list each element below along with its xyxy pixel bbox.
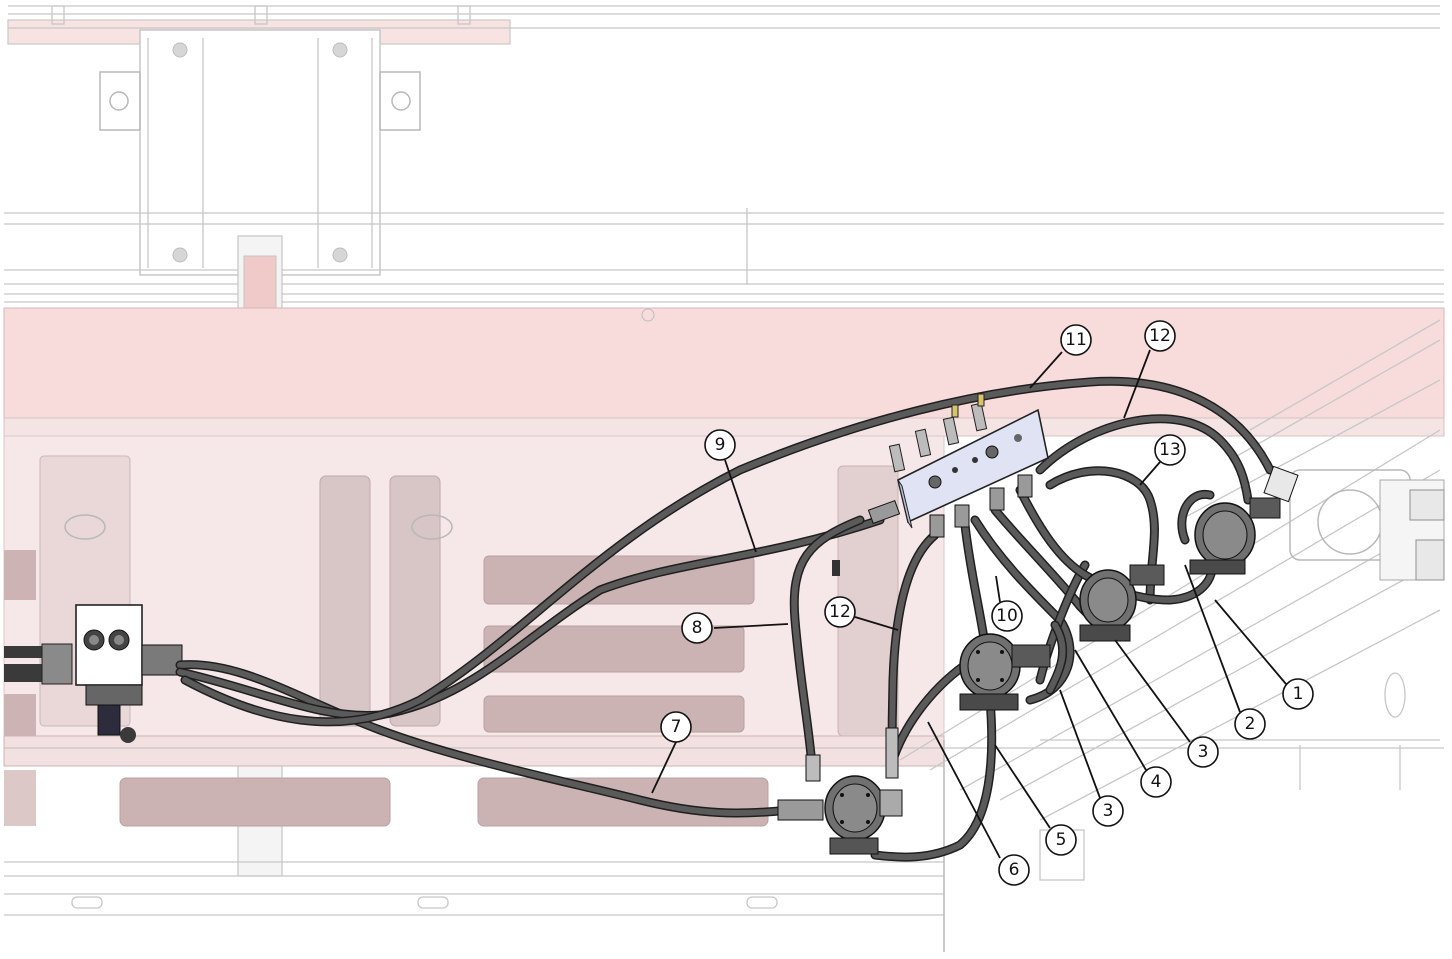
callout-6-label: 6 xyxy=(1009,860,1020,880)
callout-7-label: 7 xyxy=(671,717,682,737)
callout-2: 2 xyxy=(1234,708,1266,740)
callout-13-label: 13 xyxy=(1159,440,1181,460)
callout-8-label: 8 xyxy=(692,618,703,638)
motor-units xyxy=(777,465,1299,855)
motor-right xyxy=(1189,465,1299,575)
callout-5-label: 5 xyxy=(1056,830,1067,850)
callout-9: 9 xyxy=(704,429,736,461)
callout-6: 6 xyxy=(998,854,1030,886)
motor-lower xyxy=(777,775,903,855)
callout-3a: 3 xyxy=(1187,736,1219,768)
callout-12b-label: 12 xyxy=(829,602,851,622)
left-valve-block xyxy=(4,604,183,743)
callout-8: 8 xyxy=(681,612,713,644)
callouts: 1 2 3 3 4 5 6 7 xyxy=(660,320,1314,886)
callout-11: 11 xyxy=(1060,324,1092,356)
callout-3b: 3 xyxy=(1092,795,1124,827)
motor-middle xyxy=(959,633,1051,711)
motor-right-middle xyxy=(1079,564,1165,642)
callout-1: 1 xyxy=(1282,678,1314,710)
hose-lines xyxy=(175,376,1275,862)
callout-5: 5 xyxy=(1045,824,1077,856)
callout-10: 10 xyxy=(991,600,1023,632)
callout-12a: 12 xyxy=(1144,320,1176,352)
callout-4: 4 xyxy=(1140,766,1172,798)
callout-9-label: 9 xyxy=(715,435,726,455)
callout-2-label: 2 xyxy=(1245,714,1256,734)
callout-7: 7 xyxy=(660,711,692,743)
callout-3a-label: 3 xyxy=(1198,742,1209,762)
callout-12a-label: 12 xyxy=(1149,326,1171,346)
callout-10-label: 10 xyxy=(996,606,1018,626)
leader-lines xyxy=(651,349,1287,859)
callout-11-label: 11 xyxy=(1065,330,1087,350)
callout-12b: 12 xyxy=(824,596,856,628)
callout-3b-label: 3 xyxy=(1103,801,1114,821)
callout-4-label: 4 xyxy=(1151,772,1162,792)
callout-1-label: 1 xyxy=(1293,684,1304,704)
manifold-block xyxy=(867,393,1049,538)
callout-13: 13 xyxy=(1154,434,1186,466)
